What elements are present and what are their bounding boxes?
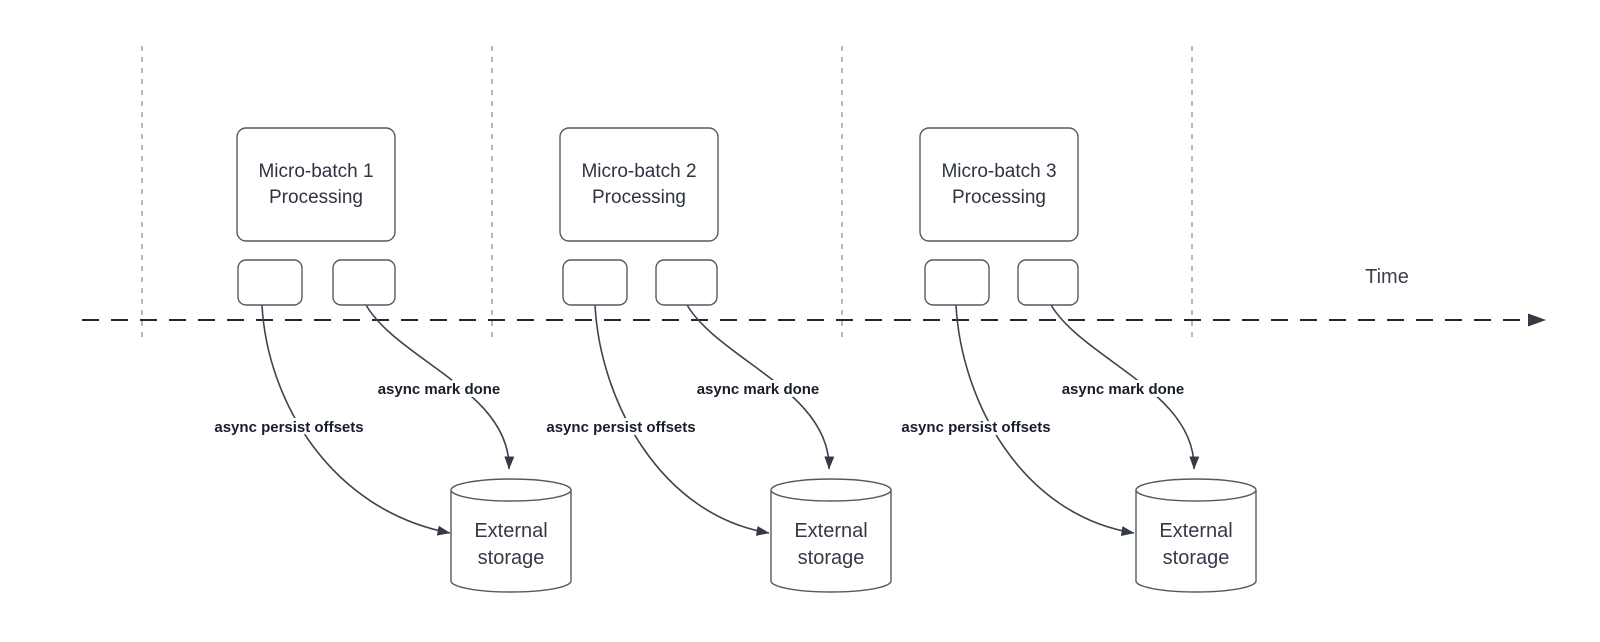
storage-cylinder-3-body — [1135, 490, 1257, 593]
storage-cylinder-2-top — [770, 478, 892, 502]
storage-cylinder-1-top — [450, 478, 572, 502]
storage-cylinder-3-top — [1135, 478, 1257, 502]
processing-box-3 — [919, 127, 1079, 242]
storage-2-label-line1: External — [794, 520, 867, 542]
persist-offsets-label-3: async persist offsets — [901, 419, 1050, 436]
offset-task-box-1 — [237, 259, 303, 306]
processing-box-2-label-line1: Micro-batch 2 — [581, 161, 696, 182]
mark-done-arrow-1 — [365, 304, 515, 470]
storage-cylinder-2-body — [770, 490, 892, 593]
processing-box-1-label-line2: Processing — [269, 187, 363, 208]
offset-task-box-2 — [562, 259, 628, 306]
micro-batch-group-3: Micro-batch 3 Processing External storag… — [898, 127, 1257, 593]
micro-batch-group-1: Micro-batch 1 Processing External storag… — [211, 127, 572, 593]
mark-done-arrow-3 — [1050, 304, 1200, 470]
storage-3-label-line2: storage — [1163, 547, 1230, 569]
mark-done-label-2: async mark done — [697, 381, 820, 398]
processing-box-3-label-line1: Micro-batch 3 — [941, 161, 1056, 182]
processing-box-2 — [559, 127, 719, 242]
micro-batch-group-2: Micro-batch 2 Processing External storag… — [543, 127, 892, 593]
storage-cylinder-1-body — [450, 490, 572, 593]
time-axis-label: Time — [1365, 266, 1409, 288]
persist-offsets-label-1: async persist offsets — [214, 419, 363, 436]
done-task-box-2 — [655, 259, 718, 306]
mark-done-arrow-2 — [686, 304, 835, 470]
processing-box-2-label-line2: Processing — [592, 187, 686, 208]
offset-task-box-3 — [924, 259, 990, 306]
mark-done-label-3: async mark done — [1062, 381, 1185, 398]
storage-3-label-line1: External — [1159, 520, 1232, 542]
persist-offsets-arrow-3 — [955, 304, 1135, 536]
processing-box-3-label-line2: Processing — [952, 187, 1046, 208]
processing-box-1 — [236, 127, 396, 242]
persist-offsets-arrow-2 — [594, 304, 770, 536]
done-task-box-3 — [1017, 259, 1079, 306]
mark-done-label-1: async mark done — [378, 381, 501, 398]
storage-1-label-line2: storage — [478, 547, 545, 569]
persist-offsets-label-2: async persist offsets — [546, 419, 695, 436]
time-axis-arrowhead-icon — [1528, 313, 1546, 327]
persist-offsets-arrow-1 — [261, 304, 451, 536]
done-task-box-1 — [332, 259, 396, 306]
storage-2-label-line2: storage — [798, 547, 865, 569]
storage-1-label-line1: External — [474, 520, 547, 542]
processing-box-1-label-line1: Micro-batch 1 — [258, 161, 373, 182]
